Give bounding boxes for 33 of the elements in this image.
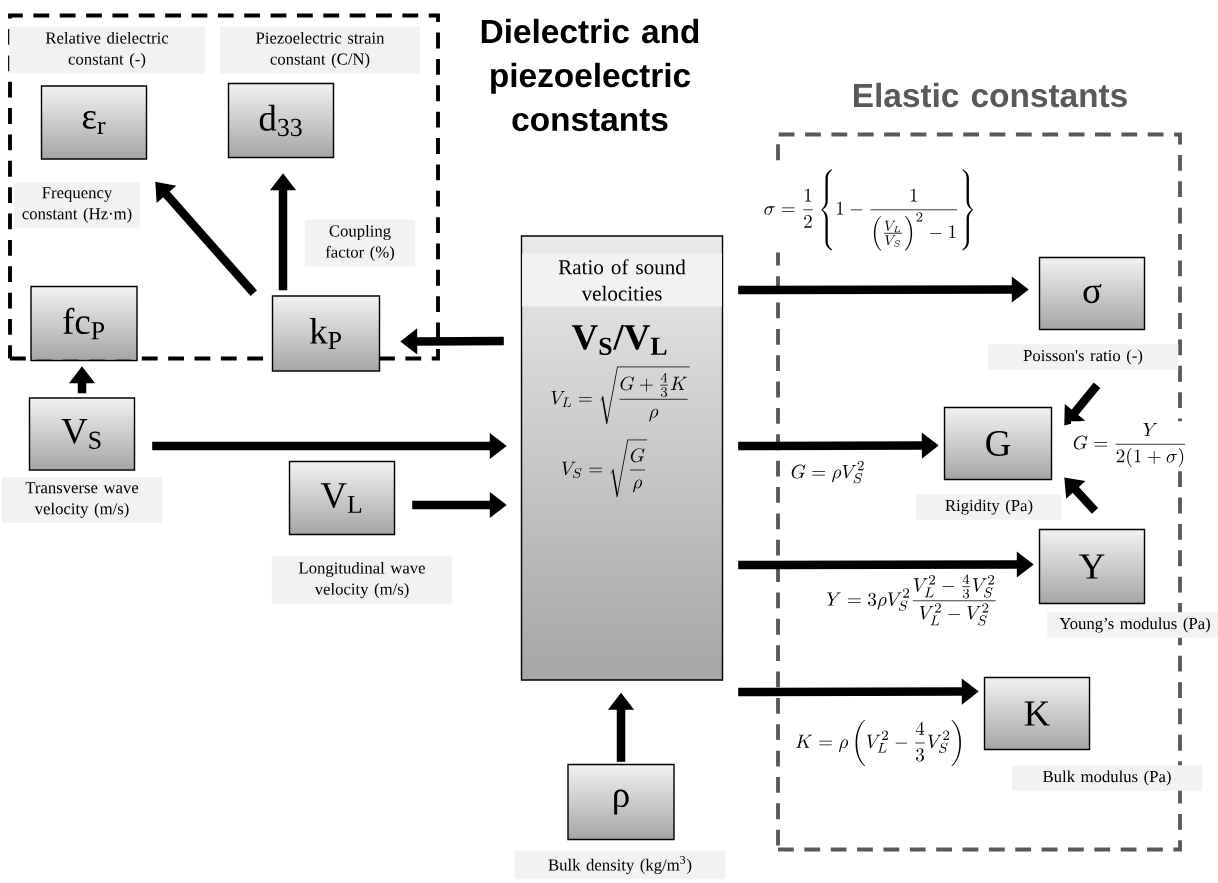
symbol-box: k$_{P}$ <box>271 295 381 372</box>
formula: $V_S = \sqrt{\frac{G}{\rho}}$ <box>561 439 648 498</box>
symbol-box: fc$_{P}$ <box>30 285 138 362</box>
caption-label: Relative dielectric constant (-) <box>9 26 205 74</box>
symbol-box: K <box>983 676 1091 751</box>
symbol-box: ρ <box>567 763 675 841</box>
symbol-box: V$_{S}$ <box>28 397 136 471</box>
symbol-box: σ <box>1038 256 1146 331</box>
edge-label: $\sigma = \frac{1}{2}\left\{1-\frac{1}{\left(\frac{V_L}{V_S}\right)^2-1}\right\}$ <box>761 167 979 253</box>
caption-label: Frequency constant (Hz·m) <box>14 181 140 229</box>
group-heading: Elastic constants <box>854 82 1127 108</box>
symbol-box: V$_{L}$ <box>288 460 396 536</box>
caption-label: Coupling factor (%) <box>304 219 416 267</box>
edge-label: $Y = 3\rho V_S^2\frac{V_L^2-\frac{4}{3}V_S^2}{V_L^2-V_S^2}$ <box>824 573 1000 627</box>
caption-label: Bulk density (kg/m$^{3}$) <box>514 850 726 880</box>
symbol-box: G <box>943 406 1053 481</box>
formula: $G = \frac{Y}{2(1+\sigma)}$ <box>1071 421 1189 469</box>
edge-label: $G = \rho V_S^2$ <box>788 459 868 485</box>
formula: $V_L = \sqrt{\frac{G+\frac{4}{3}K}{\rho}}$ <box>551 366 690 425</box>
caption-label: Longitudinal wave velocity (m/s) <box>271 556 453 604</box>
caption-label: Rigidity (Pa) <box>916 494 1062 520</box>
caption-label: Young’s modulus (Pa) <box>1047 612 1218 638</box>
box-heading: Ratio of sound velocities <box>522 253 722 307</box>
symbol-box: Y <box>1038 528 1146 605</box>
caption-label: Piezoelectric strain constant (C/N) <box>219 26 421 74</box>
caption-label: Bulk modulus (Pa) <box>1011 765 1203 791</box>
symbol-box: d$_{33}$ <box>227 82 335 159</box>
caption-label: Poisson's ratio (-) <box>987 344 1179 370</box>
caption-label: Transverse wave velocity (m/s) <box>1 476 163 524</box>
ratio-symbol: V$_{S}$/V$_{L}$ <box>571 325 667 355</box>
group-heading: Dielectric and piezoelectric constants <box>481 18 699 132</box>
edge-label: $K = \rho\left(V_L^2-\frac{4}{3}V_S^2\right)$ <box>793 718 967 768</box>
symbol-box: ε$_{r}$ <box>40 85 148 160</box>
